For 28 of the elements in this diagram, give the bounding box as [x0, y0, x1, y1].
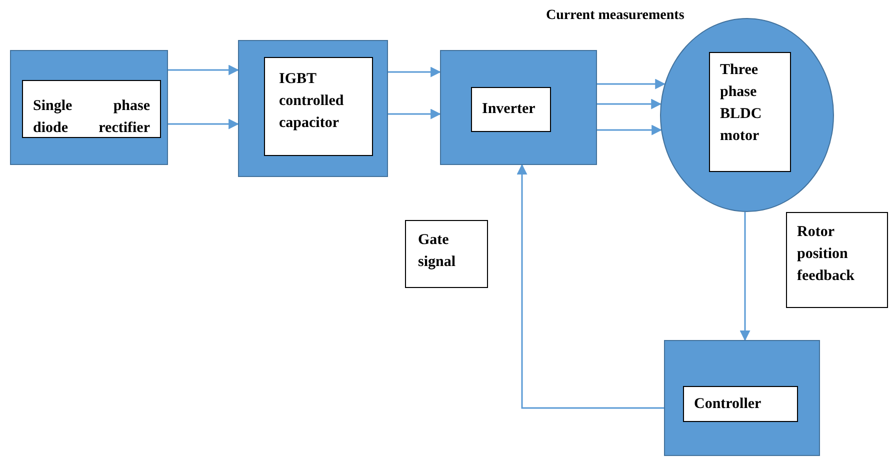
box-text: IGBT controlled capacitor	[279, 70, 345, 133]
arrow	[740, 212, 750, 342]
box-text: Gate signal	[418, 231, 457, 272]
block-box	[440, 50, 597, 165]
arrow	[168, 64, 240, 76]
box-text: Controller	[694, 395, 762, 414]
annotation-text: Current measurements	[546, 8, 684, 24]
label-box	[22, 80, 161, 138]
box-text: Rotor position feedback	[797, 223, 856, 286]
arrow	[597, 124, 662, 136]
arrow	[168, 118, 240, 130]
label-box	[471, 87, 551, 132]
arrow	[388, 108, 442, 120]
label-box	[683, 386, 798, 422]
arrow	[388, 66, 442, 78]
block-box	[664, 340, 820, 456]
arrow	[516, 164, 664, 409]
box-text: Inverter	[482, 100, 536, 119]
label-box	[264, 57, 373, 156]
box-text: Single phase diode rectifier	[33, 97, 150, 138]
arrow	[597, 98, 662, 110]
note-box	[405, 220, 488, 288]
arrow	[597, 78, 666, 90]
block-box	[10, 50, 168, 165]
box-text: Three phase BLDC motor	[720, 61, 763, 146]
block-box	[238, 40, 388, 177]
label-box	[709, 52, 791, 172]
note-box	[786, 212, 888, 308]
